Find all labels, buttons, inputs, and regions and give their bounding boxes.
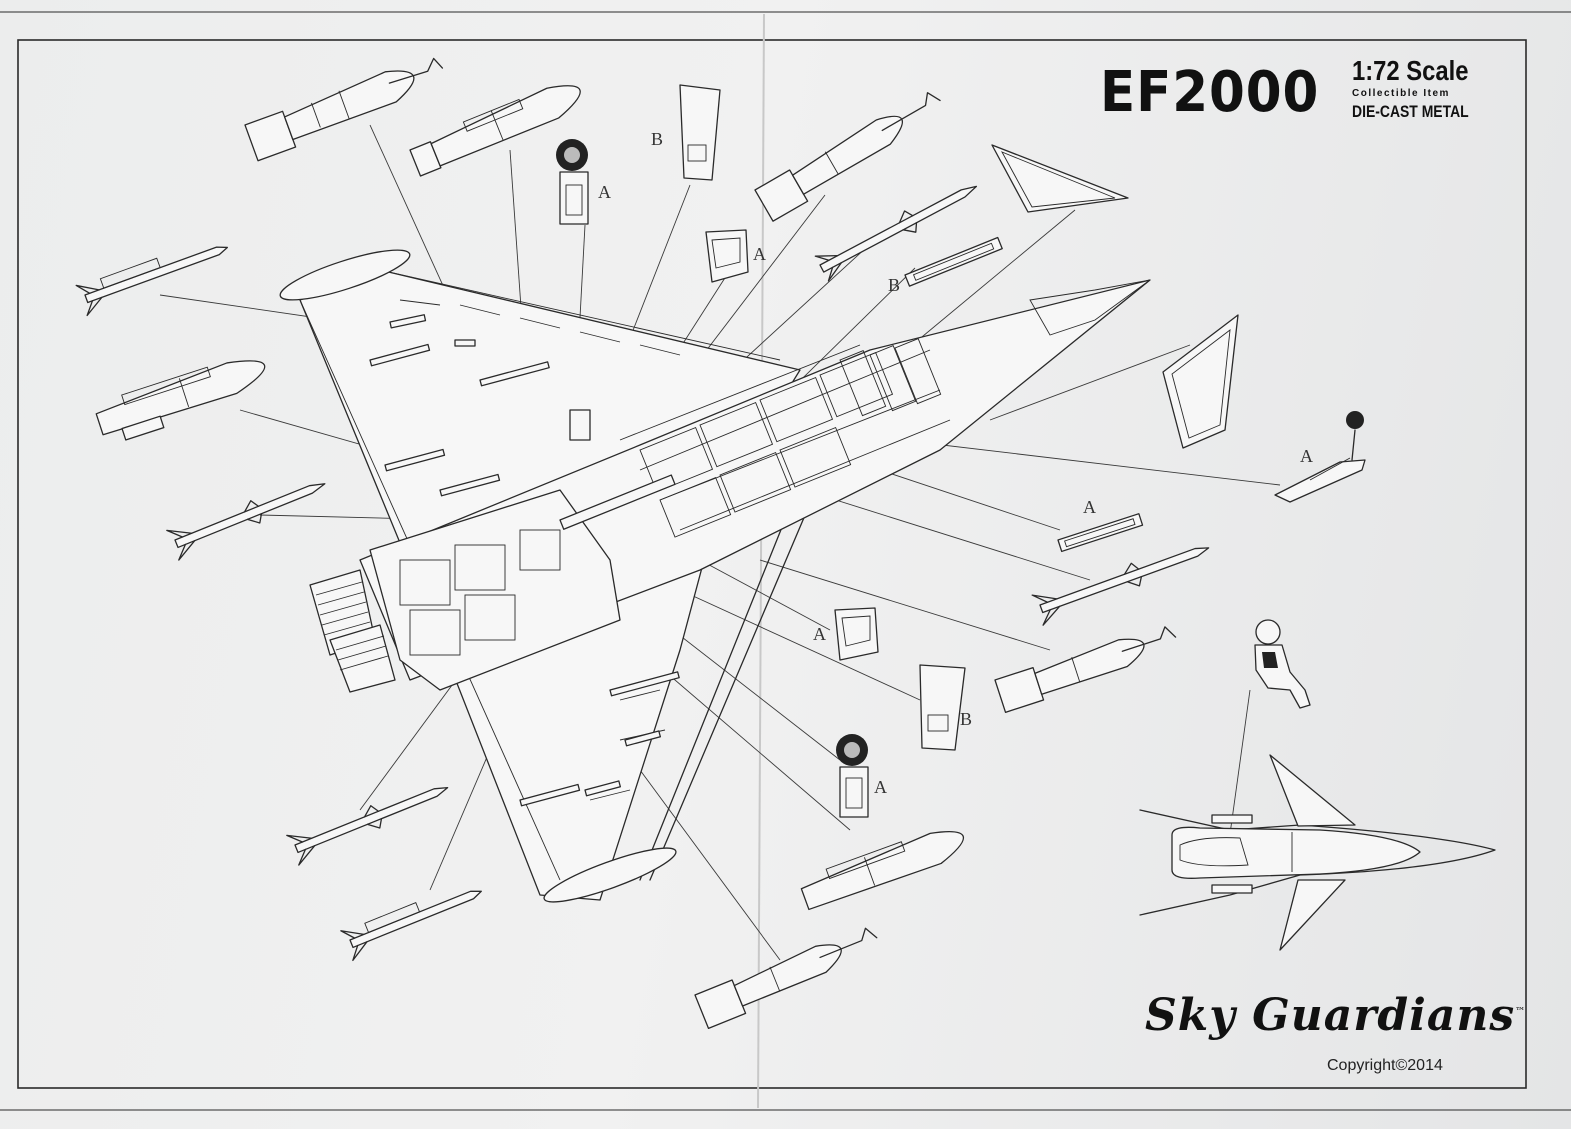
missile-upper-right: [814, 185, 978, 282]
cockpit-opening: [1029, 279, 1151, 336]
hatch-a-middle: [834, 607, 879, 661]
bomb-top-right: [754, 92, 941, 222]
main-gear-top: [556, 139, 589, 225]
plate-a: [1057, 513, 1144, 553]
engine-nozzles: [309, 569, 396, 693]
page-border: [17, 39, 1527, 1089]
missile-right-middle: [1031, 547, 1210, 626]
collectible-label: Collectible Item: [1352, 88, 1450, 99]
scale-label: 1:72 Scale: [1352, 55, 1469, 86]
wingtip-pod-left: [279, 249, 411, 301]
gear-door-b-top: [679, 84, 721, 181]
label-a5: A: [813, 624, 826, 644]
main-gear-bottom: [836, 734, 869, 818]
nose-gear-bay: [569, 409, 591, 441]
label-b1: B: [651, 129, 663, 149]
bomb-top-left: [244, 57, 444, 162]
bomb-right-middle: [994, 626, 1177, 713]
nose-gear-right: [1274, 411, 1366, 503]
label-b3: B: [960, 709, 972, 729]
fuselage-panel-grid: [639, 338, 942, 538]
missile-bottom-left: [340, 890, 482, 962]
label-a2: A: [753, 244, 766, 264]
brand-logo: Sky Guardians™: [1145, 990, 1526, 1041]
label-a4: A: [1083, 497, 1096, 517]
trademark-mark: ™: [1515, 1006, 1527, 1018]
wingtip-pod-right: [543, 847, 677, 903]
label-a1: A: [598, 182, 611, 202]
plate-b: [904, 236, 1003, 287]
tail-fin-top: [991, 144, 1129, 213]
copyright-text: Copyright©2014: [1327, 1057, 1443, 1074]
label-a3: A: [1300, 446, 1313, 466]
centreline-pylon: [559, 474, 676, 530]
label-a6: A: [874, 777, 887, 797]
hatch-a-top: [705, 229, 749, 283]
missile-left-lower: [166, 483, 326, 561]
aircraft-main-assembly: [279, 249, 1151, 903]
bomb-bottom: [694, 927, 878, 1030]
flap-segments: [399, 299, 681, 801]
missile-lower-left: [286, 786, 449, 866]
gear-door-b-bottom: [919, 664, 966, 751]
part-labels: A B A B A A A B A: [598, 129, 1313, 797]
wing-pylons: [369, 314, 680, 807]
missile-left-upper: [75, 246, 228, 317]
pilot-figure: [1254, 619, 1311, 709]
tank-bottom-middle: [800, 830, 964, 911]
material-label: DIE-CAST METAL: [1352, 102, 1469, 121]
tank-top: [409, 85, 581, 177]
tail-fin-right: [1162, 314, 1239, 449]
brand-name: Sky Guardians: [1145, 990, 1516, 1041]
canopy-detail-view: [1139, 754, 1496, 951]
tank-left-middle: [95, 360, 266, 441]
model-title: EF2000: [1100, 60, 1320, 125]
label-b2: B: [888, 275, 900, 295]
